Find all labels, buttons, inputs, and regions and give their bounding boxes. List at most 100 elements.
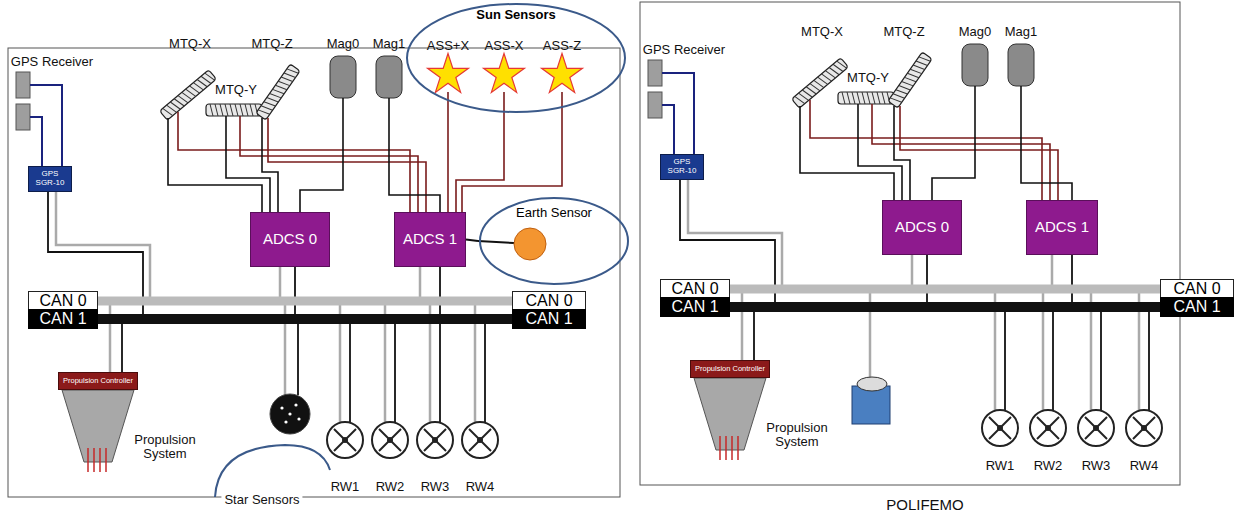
component-label: Mag1 <box>1005 25 1038 39</box>
magnetorquer-rod <box>888 52 932 108</box>
component-label: Propulsion System <box>129 433 201 462</box>
wheel-rim <box>417 422 453 458</box>
wire <box>894 106 910 200</box>
node-text: CAN 1 <box>525 310 572 328</box>
wheel-hub <box>432 437 438 443</box>
reaction-wheel <box>1126 410 1162 446</box>
coil-winding <box>847 92 850 104</box>
star-dot <box>294 403 297 406</box>
wire <box>1071 255 1073 303</box>
magnetorquer-rod <box>256 64 300 120</box>
wheel-rim <box>1126 410 1162 446</box>
magnetometer <box>962 44 988 86</box>
sun-sensor-star <box>542 53 583 92</box>
thruster-plume <box>719 436 721 460</box>
sun-sensor-star <box>428 53 469 92</box>
wire <box>56 192 150 297</box>
wire <box>262 118 278 212</box>
wire <box>447 92 449 212</box>
coil-winding <box>205 71 215 82</box>
can-bus <box>98 314 512 324</box>
reaction-wheel <box>1078 410 1114 446</box>
magnetorquer-rod <box>838 92 894 104</box>
ellipse-border <box>480 198 628 284</box>
coil-winding <box>919 54 931 63</box>
sensor-label: ASS-Z <box>543 39 581 53</box>
rod-body <box>888 52 932 108</box>
wire <box>1100 309 1102 410</box>
bus-label-box: CAN 0 <box>1160 279 1234 299</box>
bus-label-box: CAN 0 <box>660 279 730 299</box>
sensor-cable <box>466 240 478 242</box>
wheel-spoke <box>989 417 1011 439</box>
node-text: Earth Sensor <box>516 206 592 220</box>
receiver-box: GPS SGR-10 <box>660 154 704 180</box>
coil-winding <box>867 92 870 104</box>
magnetometer <box>376 56 402 98</box>
bus-label-box: CAN 0 <box>28 291 98 311</box>
coil-winding <box>862 92 865 104</box>
wheel-hub <box>387 437 393 443</box>
bus-label-box: CAN 1 <box>512 309 586 329</box>
bus-label-box: CAN 1 <box>28 309 98 329</box>
node-text: CAN 0 <box>525 292 572 310</box>
wheel-spoke <box>469 429 491 451</box>
thruster-plume <box>99 448 101 472</box>
wheel-spoke <box>379 429 401 451</box>
reaction-wheel <box>372 422 408 458</box>
wheel-spoke <box>1133 417 1155 439</box>
wheel-spoke <box>989 417 1011 439</box>
star-dot <box>284 420 287 423</box>
thruster-plume <box>87 448 89 472</box>
wheel-hub <box>1045 425 1051 431</box>
wire <box>1021 86 1072 200</box>
can-bus <box>98 297 512 306</box>
star-dot <box>297 417 300 420</box>
coil-winding <box>250 104 253 116</box>
wire <box>1148 309 1150 410</box>
wire <box>662 73 694 154</box>
wire <box>484 321 486 422</box>
coil-winding <box>877 92 880 104</box>
wheel-label: RW4 <box>466 480 495 494</box>
wire <box>932 86 975 200</box>
adcs-box: ADCS 1 <box>394 212 466 267</box>
wire <box>900 106 1058 200</box>
wheel-spoke <box>334 429 356 451</box>
thruster-nozzle <box>694 378 766 450</box>
wheel-spoke <box>1085 417 1107 439</box>
coil-winding <box>852 92 855 104</box>
reaction-wheel <box>1030 410 1066 446</box>
coil-winding <box>857 92 860 104</box>
thruster-nozzle <box>62 390 134 462</box>
wheel-label: RW2 <box>1034 459 1063 473</box>
star-dot <box>280 406 283 409</box>
wheel-spoke <box>1037 417 1059 439</box>
coil-winding <box>872 92 875 104</box>
wire <box>121 321 123 372</box>
component-label: MTQ-Z <box>251 37 292 51</box>
wheel-spoke <box>1037 417 1059 439</box>
antenna-label: GPS Receiver <box>11 55 93 69</box>
sensor-group-ellipse: Earth Sensor <box>478 196 630 286</box>
can-bus <box>730 285 1160 294</box>
can-bus <box>730 302 1160 312</box>
earth-sensor-symbol <box>514 228 546 260</box>
wheel-rim <box>372 422 408 458</box>
antenna-label: GPS Receiver <box>643 43 725 57</box>
wire <box>394 321 396 422</box>
coil-winding <box>225 104 228 116</box>
node-text: Sun Sensors <box>476 8 555 22</box>
panel-drawing <box>648 44 1162 460</box>
wire <box>30 85 62 166</box>
wheel-rim <box>327 422 363 458</box>
node-text: Propulsion Controller <box>63 377 133 385</box>
component-label: MTQ-Y <box>215 83 257 97</box>
wheel-rim <box>982 410 1018 446</box>
rod-body <box>256 64 300 120</box>
wire <box>753 309 755 360</box>
camera-lens <box>857 377 887 391</box>
wheel-hub <box>997 425 1003 431</box>
component-label: Propulsion System <box>761 421 833 450</box>
wire <box>279 267 282 297</box>
